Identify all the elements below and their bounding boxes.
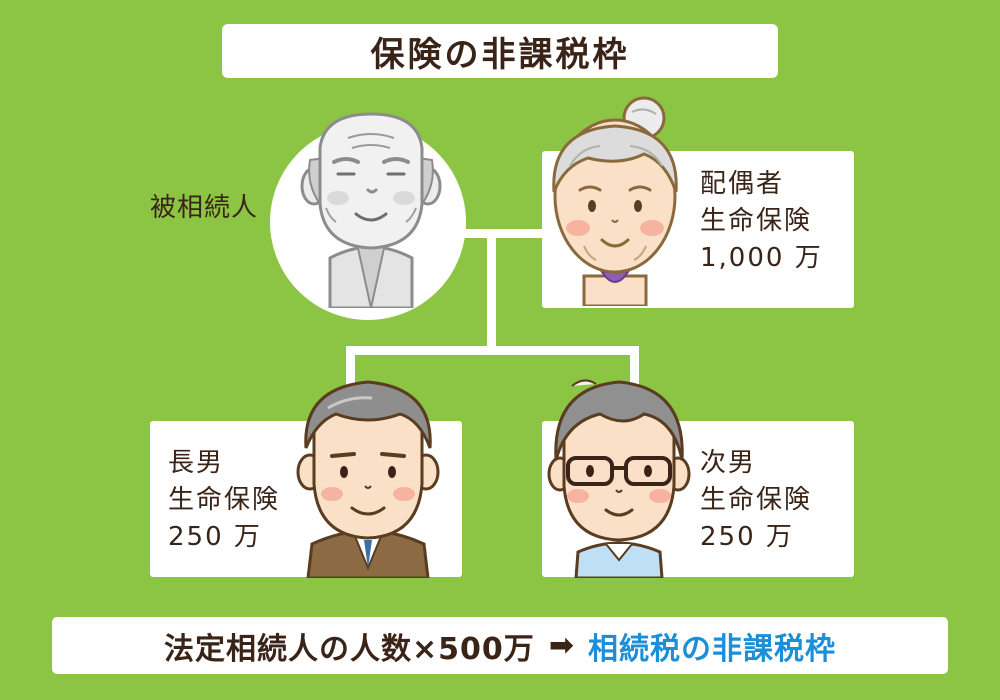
second-son-amount: 250 万 xyxy=(700,522,794,552)
connector-trunk xyxy=(487,229,496,355)
page-title: 保険の非課税枠 xyxy=(370,34,630,75)
spouse-amount: 1,000 万 xyxy=(700,243,823,273)
deceased-portrait-icon xyxy=(300,112,442,308)
eldest-son-portrait-icon xyxy=(296,380,440,578)
arrow-right-icon: ➡ xyxy=(548,628,574,663)
formula-result: 相続税の非課税枠 xyxy=(587,631,836,667)
eldest-son-text: 長男 生命保険 250 万 xyxy=(168,445,280,556)
second-son-text: 次男 生命保険 250 万 xyxy=(700,445,812,556)
second-son-relation: 次男 xyxy=(700,448,757,478)
second-son-insurance: 生命保険 xyxy=(700,485,813,515)
title-box: 保険の非課税枠 xyxy=(222,24,778,78)
formula-box: 法定相続人の人数×500万 ➡ 相続税の非課税枠 xyxy=(52,617,948,674)
eldest-son-relation: 長男 xyxy=(168,448,225,478)
connector-children-bar xyxy=(346,346,639,355)
deceased-label: 被相続人 xyxy=(150,193,259,223)
spouse-text: 配偶者 生命保険 1,000 万 xyxy=(700,166,823,277)
formula-left: 法定相続人の人数×500万 xyxy=(164,631,535,667)
spouse-relation: 配偶者 xyxy=(700,169,785,199)
spouse-portrait-icon xyxy=(552,96,678,306)
eldest-son-insurance: 生命保険 xyxy=(168,485,281,515)
spouse-insurance: 生命保険 xyxy=(700,206,813,236)
eldest-son-amount: 250 万 xyxy=(168,522,262,552)
second-son-portrait-icon xyxy=(547,379,691,578)
